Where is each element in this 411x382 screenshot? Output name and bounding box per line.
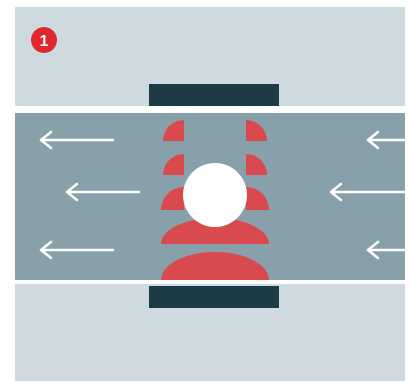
- bottom-divider: [15, 280, 405, 284]
- step-badge: 1: [31, 27, 57, 53]
- bottom-plate: [149, 286, 279, 308]
- top-plate: [149, 84, 279, 106]
- top-divider: [15, 106, 405, 113]
- step-badge-number: 1: [40, 33, 49, 50]
- circle-obstacle-icon: [183, 163, 247, 227]
